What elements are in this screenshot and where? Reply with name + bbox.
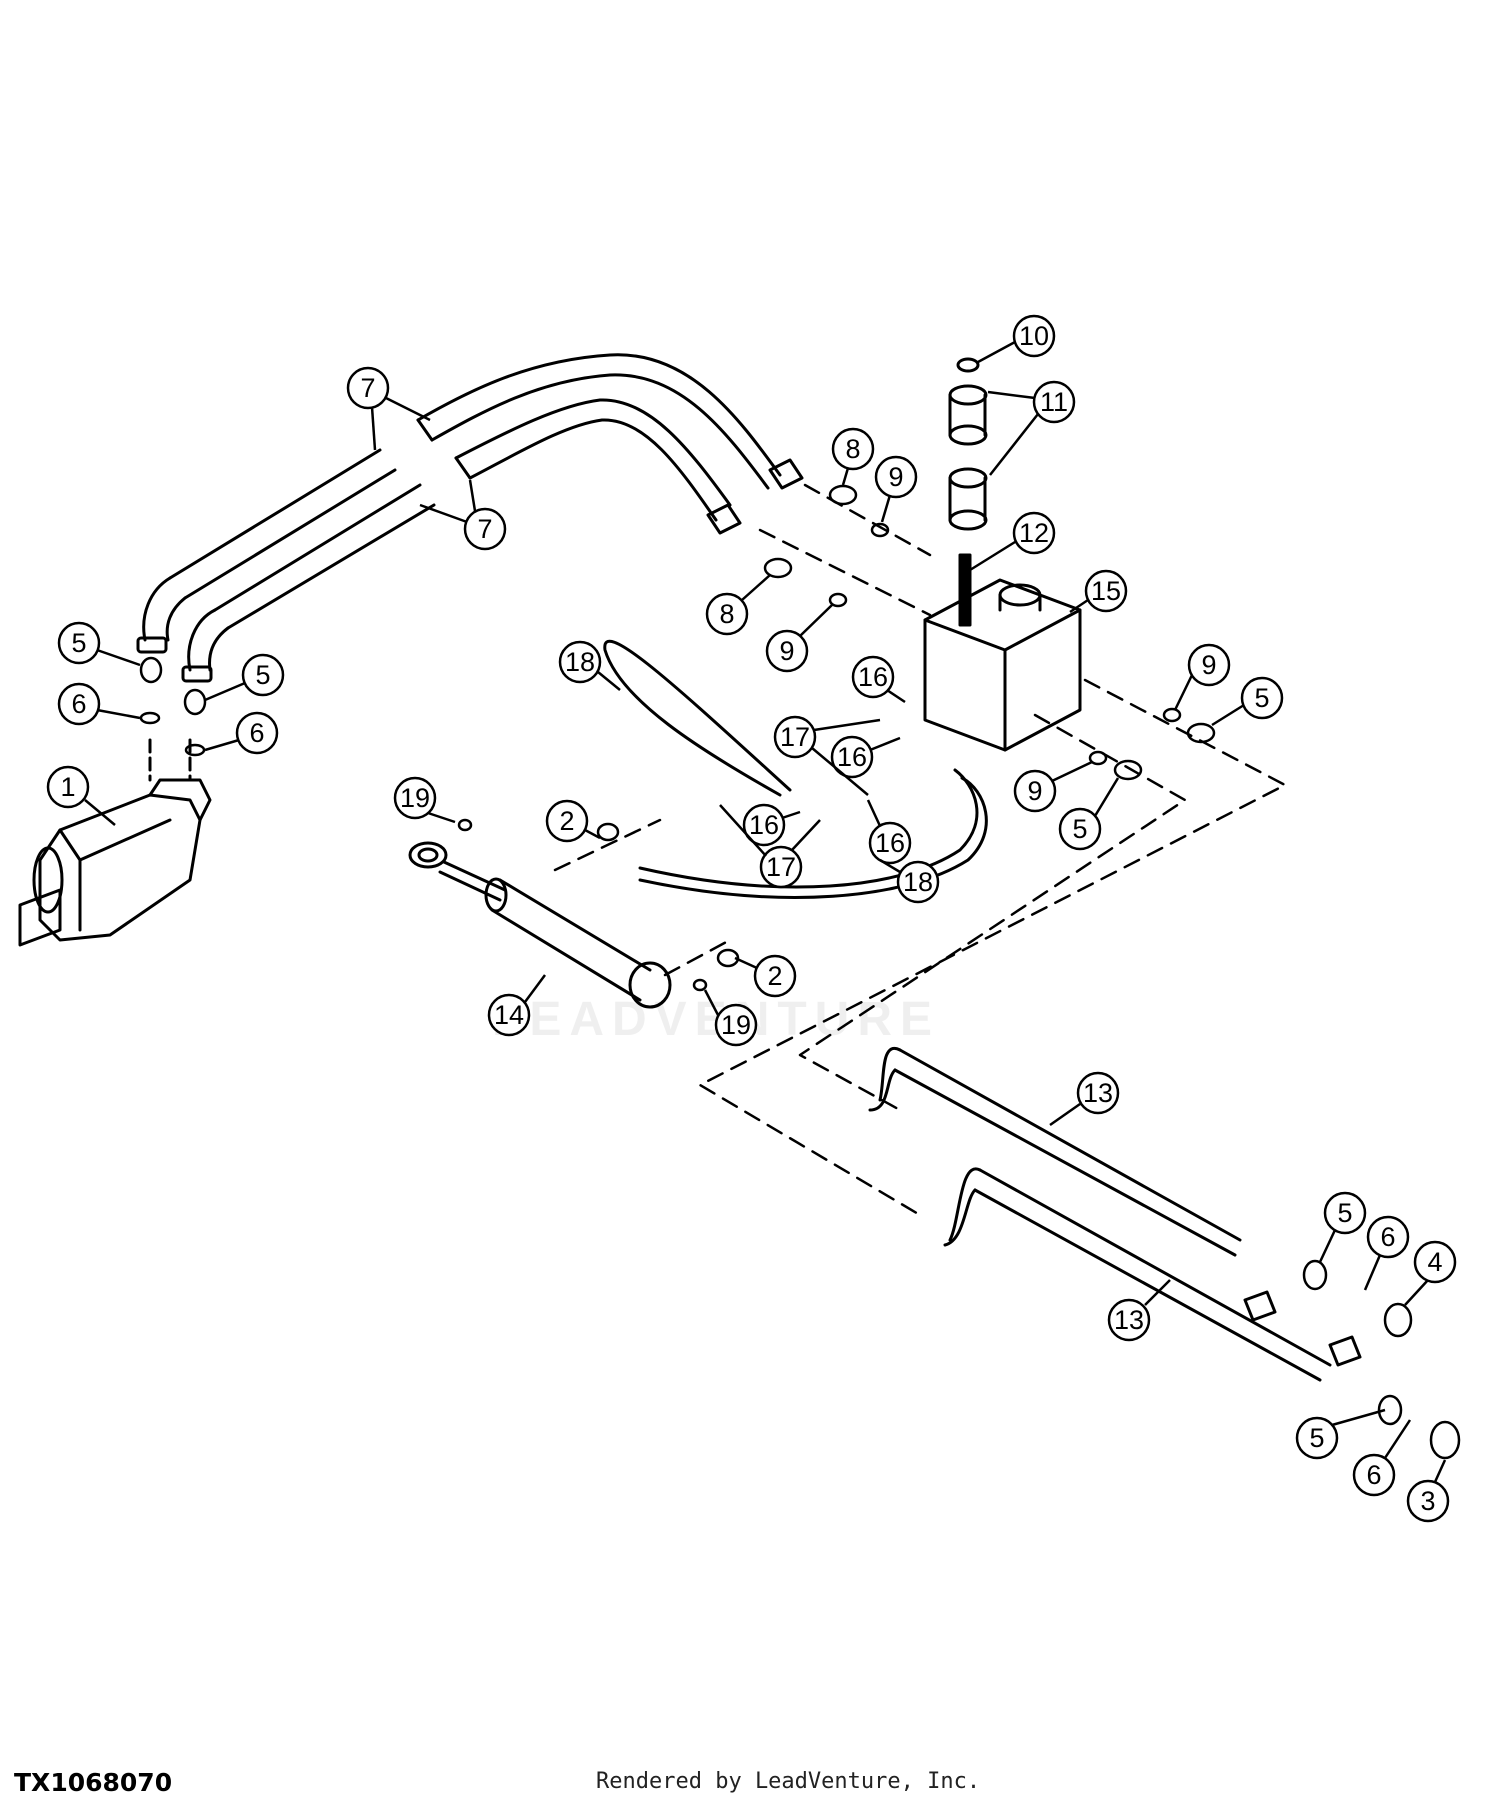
callout-8-upper: 8 [831, 427, 875, 486]
svg-text:5: 5 [1254, 683, 1269, 713]
svg-text:1: 1 [60, 772, 75, 802]
svg-text:18: 18 [903, 867, 933, 897]
callout-2-lower: 2 [734, 954, 797, 998]
callout-9-d: 9 [1013, 760, 1093, 813]
callout-17-lower: 17 [719, 804, 821, 889]
svg-text:16: 16 [875, 828, 905, 858]
callout-13-upper: 13 [1049, 1071, 1120, 1127]
svg-text:5: 5 [71, 628, 86, 658]
callout-16-c: 16 [742, 803, 801, 847]
svg-text:6: 6 [71, 689, 86, 719]
svg-text:3: 3 [1420, 1486, 1435, 1516]
svg-text:6: 6 [1380, 1222, 1395, 1252]
callout-13-lower: 13 [1107, 1279, 1171, 1342]
callout-11: 11 [987, 380, 1076, 476]
callout-5-c: 5 [1211, 676, 1284, 727]
svg-text:5: 5 [1072, 814, 1087, 844]
callout-6-c: 6 [1363, 1215, 1410, 1291]
callout-5-b: 5 [204, 653, 285, 702]
svg-text:6: 6 [1366, 1460, 1381, 1490]
svg-text:5: 5 [1337, 1198, 1352, 1228]
svg-text:9: 9 [1201, 650, 1216, 680]
callout-16-d: 16 [866, 799, 912, 865]
callout-3: 3 [1406, 1459, 1450, 1523]
callout-9-a: 9 [874, 455, 918, 523]
credit-text: Rendered by LeadVenture, Inc. [596, 1769, 981, 1794]
svg-text:11: 11 [1040, 387, 1068, 417]
svg-text:5: 5 [1309, 1423, 1324, 1453]
valve-block-drawing [923, 553, 1082, 752]
callout-5-f: 5 [1295, 1408, 1386, 1460]
svg-text:9: 9 [779, 636, 794, 666]
svg-text:8: 8 [845, 434, 860, 464]
callout-9-c: 9 [1173, 643, 1231, 711]
callouts: 1 2 2 3 4 5 5 5 5 5 5 6 6 6 6 7 7 8 8 9 … [46, 314, 1457, 1523]
callout-5-e: 5 [1318, 1191, 1367, 1263]
figure-id: TX1068070 [14, 1768, 173, 1797]
svg-text:2: 2 [559, 806, 574, 836]
callout-8-lower: 8 [705, 574, 771, 636]
callout-7-lower: 7 [419, 479, 507, 551]
callout-17-upper: 17 [773, 715, 881, 796]
callout-16-a: 16 [851, 655, 906, 704]
callout-19-lower: 19 [703, 989, 758, 1047]
drawing-layer [18, 353, 1461, 1460]
callout-9-b: 9 [765, 604, 833, 673]
routing-lines [553, 483, 1287, 1217]
svg-text:10: 10 [1019, 321, 1049, 351]
hydraulic-cylinder-drawing [408, 841, 672, 1009]
svg-text:2: 2 [767, 961, 782, 991]
svg-text:12: 12 [1019, 518, 1049, 548]
hydraulic-motor-drawing [18, 738, 212, 947]
svg-text:17: 17 [766, 852, 796, 882]
svg-text:9: 9 [1027, 776, 1042, 806]
callout-19-upper: 19 [393, 776, 456, 824]
callout-5-d: 5 [1058, 777, 1120, 851]
svg-text:19: 19 [721, 1010, 751, 1040]
callout-18-lower: 18 [879, 858, 940, 904]
svg-text:16: 16 [749, 810, 779, 840]
svg-text:15: 15 [1091, 576, 1121, 606]
svg-text:7: 7 [360, 373, 375, 403]
callout-2-upper: 2 [545, 799, 601, 843]
solenoid-stack-drawing [948, 357, 988, 531]
svg-text:5: 5 [255, 660, 270, 690]
callout-12: 12 [969, 511, 1056, 572]
svg-text:7: 7 [477, 514, 492, 544]
small-fittings [139, 484, 1461, 1460]
callout-5-a: 5 [57, 621, 141, 667]
svg-text:16: 16 [837, 742, 867, 772]
svg-text:17: 17 [780, 722, 810, 752]
svg-text:13: 13 [1083, 1078, 1113, 1108]
svg-text:9: 9 [888, 462, 903, 492]
svg-text:19: 19 [400, 783, 430, 813]
callout-1: 1 [46, 765, 116, 826]
svg-text:8: 8 [719, 599, 734, 629]
svg-text:13: 13 [1114, 1305, 1144, 1335]
hose-13-drawing [868, 1046, 1362, 1382]
callout-16-b: 16 [830, 735, 901, 779]
svg-text:14: 14 [494, 1000, 524, 1030]
hose-7-upper [136, 353, 804, 683]
callout-18-upper: 18 [558, 640, 621, 691]
callout-6-d: 6 [1352, 1419, 1412, 1497]
callout-7-upper: 7 [346, 366, 431, 451]
callout-6-a: 6 [57, 682, 141, 726]
svg-text:4: 4 [1427, 1247, 1442, 1277]
callout-10: 10 [977, 314, 1056, 364]
callout-4: 4 [1404, 1240, 1457, 1306]
callout-6-b: 6 [204, 711, 279, 755]
callout-15: 15 [1069, 569, 1128, 614]
svg-text:16: 16 [858, 662, 888, 692]
svg-text:18: 18 [565, 647, 595, 677]
svg-text:6: 6 [249, 718, 264, 748]
callout-14: 14 [487, 974, 547, 1037]
